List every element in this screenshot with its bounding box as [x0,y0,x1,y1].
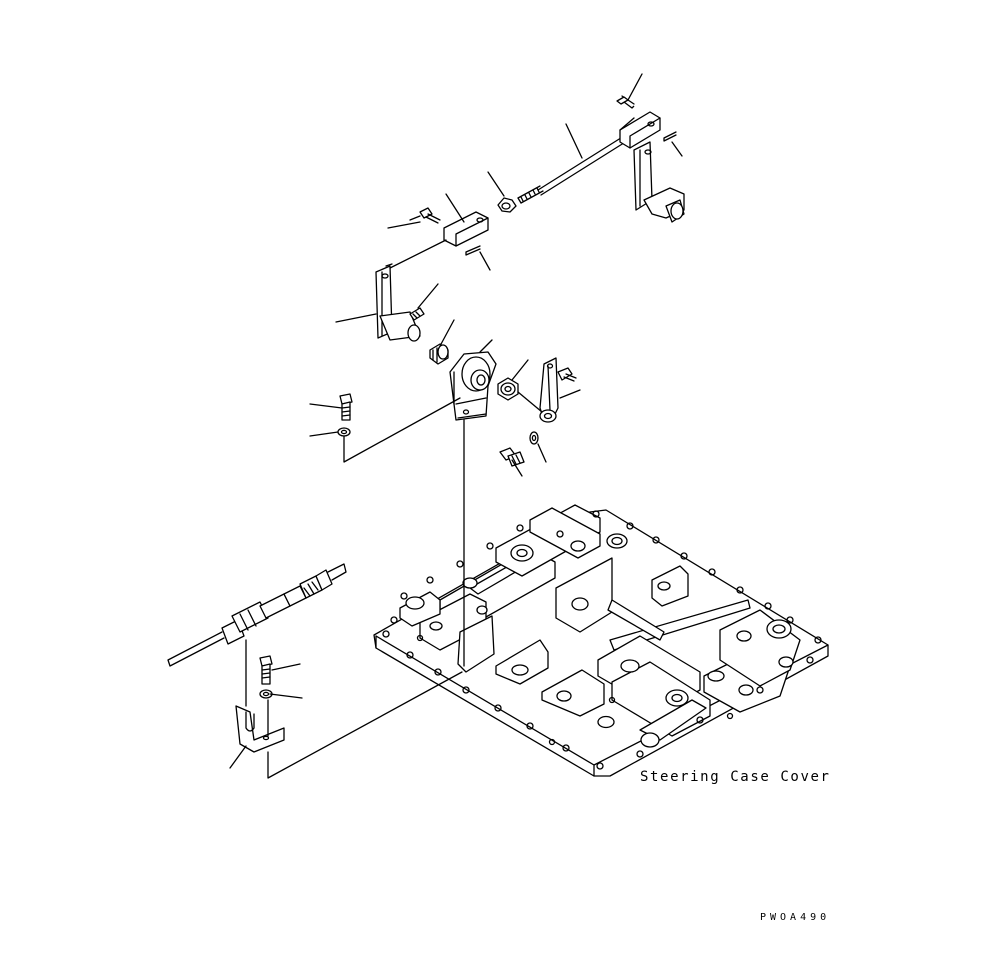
washer-arm [530,432,538,444]
control-cable [168,564,346,666]
cotter-pin-right [664,132,676,141]
rod-end-left [444,212,488,246]
cotter-pin-left [466,246,480,255]
drawing-code: PWOA490 [760,912,831,923]
bracket-pivot [450,352,496,420]
bushing-right [498,378,518,400]
steering-case-cover [374,505,828,776]
lever-left [376,240,446,341]
cable-bracket [236,706,284,752]
spring-pin [410,308,424,320]
lever-arm [540,358,576,422]
bolt-rod-end [420,208,440,223]
washer-bracket [338,428,350,436]
lever-right [634,142,684,222]
bushing-left [430,344,448,364]
steering-rod [518,136,627,203]
washer-cable-bracket [260,690,272,698]
callout-leaders [230,74,682,768]
cover-bosses [406,534,793,747]
bolt-cable-bracket [260,656,272,684]
cover-bolt-holes [383,511,821,769]
bolt-upper-right [617,96,634,108]
bolt-bracket [340,394,352,420]
rod-end-right [620,112,660,148]
bolt-arm [500,448,524,466]
lock-nut [498,198,516,212]
assembly-lines [246,216,542,778]
steering-case-cover-caption: Steering Case Cover [640,769,831,785]
